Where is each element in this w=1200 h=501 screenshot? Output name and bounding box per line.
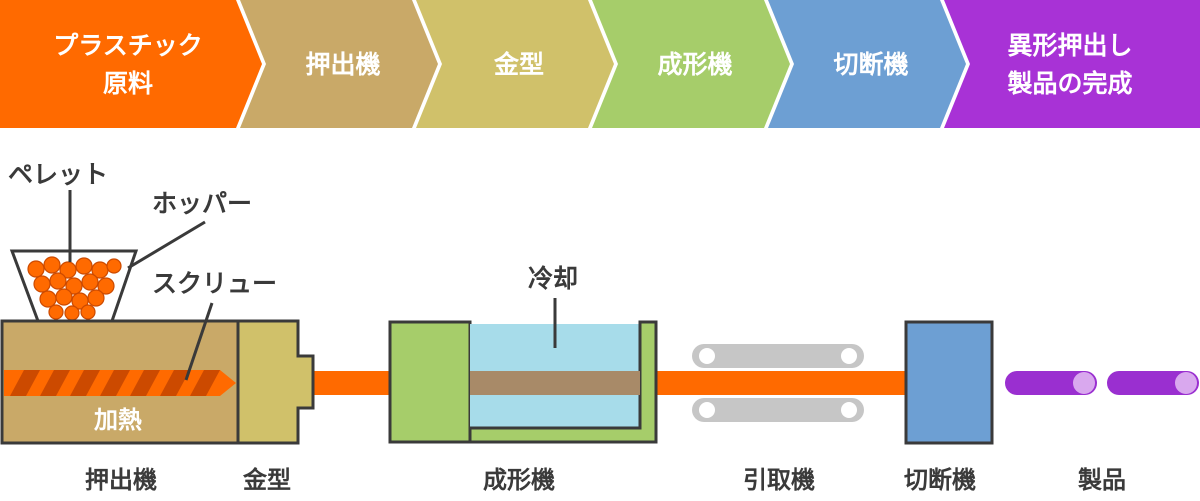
die-body bbox=[236, 319, 315, 445]
step-former-label: 成形機 bbox=[657, 50, 732, 79]
puller bbox=[692, 344, 864, 422]
step-product: 異形押出し 製品の完成 bbox=[944, 0, 1200, 128]
step-cutter-shape bbox=[768, 0, 966, 128]
former-left-block bbox=[388, 320, 472, 444]
bottom-labels: 押出機 金型 成形機 引取機 切断機 製品 bbox=[85, 466, 1126, 494]
step-raw-material-label-line1: プラスチック bbox=[53, 31, 203, 60]
step-extruder: 押出機 bbox=[240, 0, 438, 128]
step-die-shape bbox=[416, 0, 614, 128]
callout-screw-leader bbox=[184, 302, 214, 381]
puller-top-roller bbox=[692, 344, 864, 368]
callout-hopper-leader bbox=[127, 220, 206, 270]
step-former-shape bbox=[592, 0, 790, 128]
label-extruder: 押出機 bbox=[85, 466, 157, 494]
step-extruder-shape bbox=[240, 0, 438, 128]
formed-profile bbox=[470, 371, 640, 395]
step-die: 金型 bbox=[416, 0, 614, 128]
die bbox=[236, 319, 315, 445]
step-raw-material-shape bbox=[0, 0, 262, 128]
step-cutter: 切断機 bbox=[768, 0, 966, 128]
step-product-shape bbox=[944, 0, 1200, 128]
pellets bbox=[27, 256, 122, 321]
puller-bottom-roller bbox=[692, 398, 864, 422]
label-former: 成形機 bbox=[483, 466, 555, 494]
step-raw-material: プラスチック 原料 bbox=[0, 0, 262, 128]
step-cutter-label: 切断機 bbox=[833, 50, 908, 79]
callout-screw: スクリュー bbox=[152, 269, 277, 298]
label-product: 製品 bbox=[1078, 466, 1126, 494]
label-cutter: 切断機 bbox=[904, 466, 976, 494]
step-raw-material-label-line2: 原料 bbox=[103, 69, 153, 98]
label-puller: 引取機 bbox=[743, 466, 815, 494]
step-product-label-line1: 異形押出し bbox=[1007, 31, 1132, 60]
step-extruder-label: 押出機 bbox=[305, 50, 380, 79]
step-former: 成形機 bbox=[592, 0, 790, 128]
product-piece-1 bbox=[1005, 371, 1097, 395]
screw bbox=[4, 370, 236, 396]
product-piece-2 bbox=[1107, 371, 1199, 395]
step-product-label-line2: 製品の完成 bbox=[1006, 69, 1132, 98]
hopper bbox=[9, 249, 139, 323]
callout-pellet: ペレット bbox=[8, 160, 108, 189]
extruder: 加熱 bbox=[0, 319, 240, 445]
cutter bbox=[904, 320, 994, 445]
products bbox=[1005, 371, 1199, 395]
callouts: ペレット ホッパー スクリュー 冷却 bbox=[8, 160, 578, 381]
process-flow: プラスチック 原料 押出機 金型 成形機 切断機 異形押出し 製品の完成 bbox=[0, 0, 1200, 128]
former bbox=[388, 320, 658, 444]
step-die-label: 金型 bbox=[493, 50, 544, 79]
heating-label: 加熱 bbox=[94, 406, 142, 434]
callout-hopper: ホッパー bbox=[152, 189, 252, 218]
cooling-tank-wall bbox=[468, 320, 658, 444]
label-die: 金型 bbox=[242, 466, 291, 494]
callout-cooling: 冷却 bbox=[528, 264, 578, 293]
